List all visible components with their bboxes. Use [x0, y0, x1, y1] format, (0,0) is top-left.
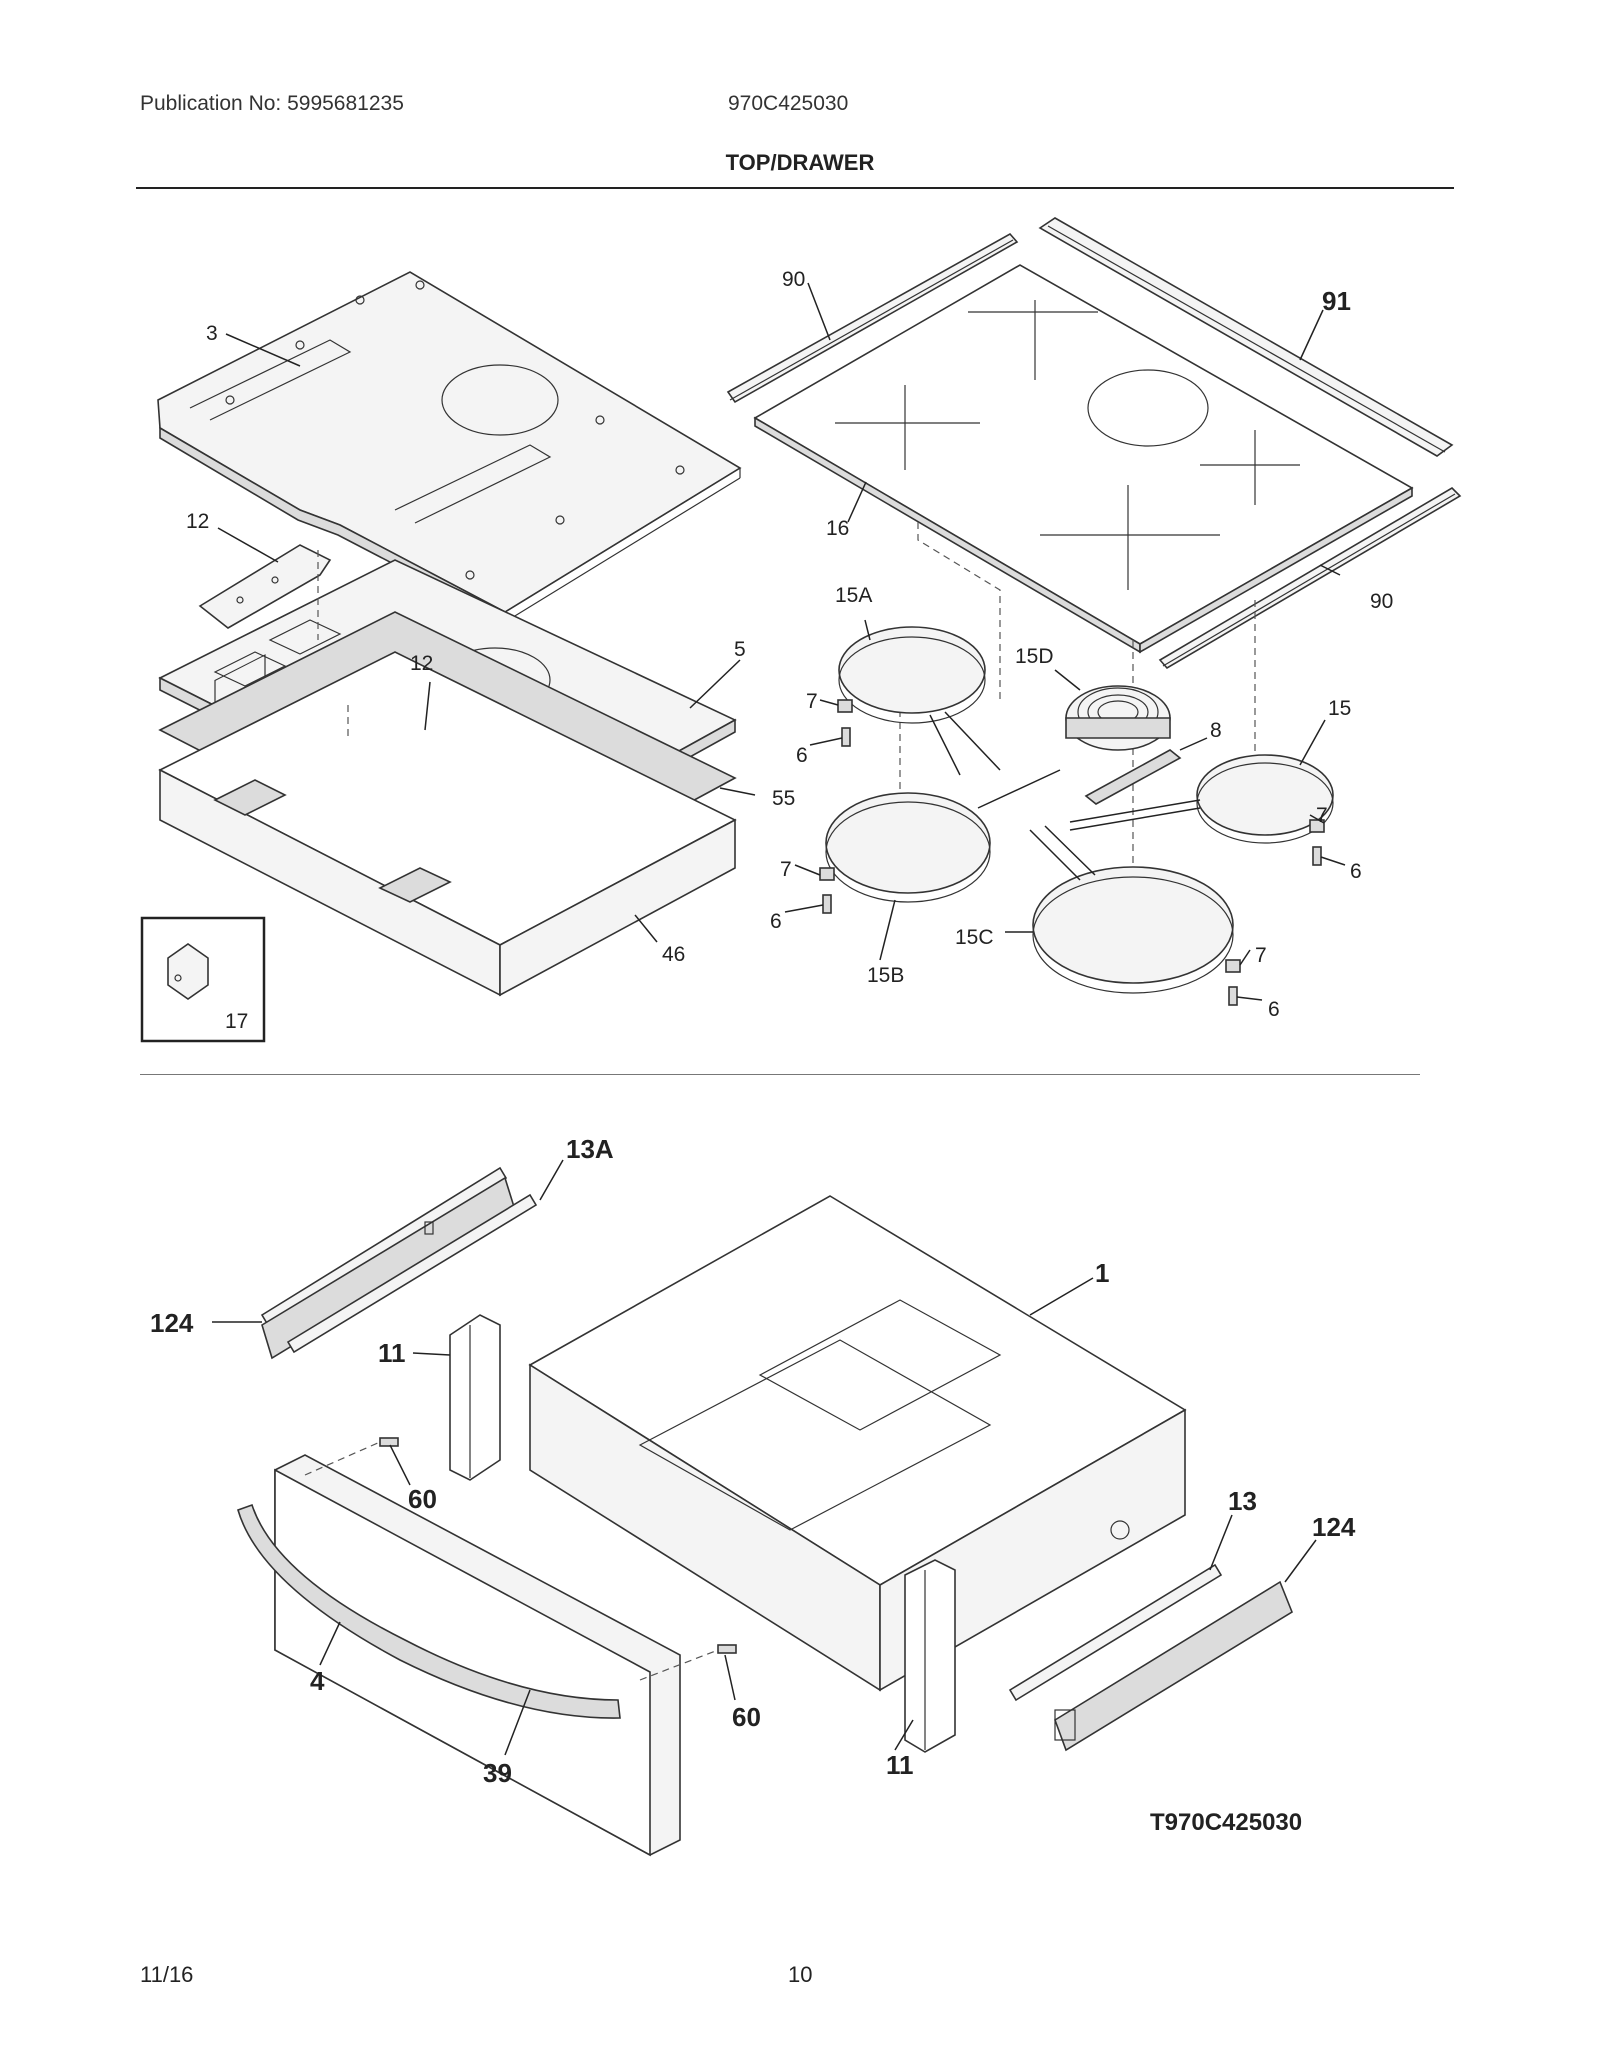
callout-6: 6 — [1350, 860, 1362, 883]
publication-number: Publication No: 5995681235 — [140, 92, 404, 115]
callout-1: 1 — [1095, 1258, 1109, 1288]
callout-46: 46 — [662, 943, 685, 966]
callout-4: 4 — [310, 1666, 325, 1696]
part-39-handle — [237, 1503, 621, 1719]
section-title: TOP/DRAWER — [725, 150, 875, 175]
part-13-drawer-slide-right — [1008, 1563, 1293, 1752]
part-8-strap — [1084, 749, 1182, 805]
callout-13A: 13A — [566, 1134, 614, 1164]
callout-11: 11 — [378, 1338, 406, 1368]
callout-15: 15 — [1328, 697, 1351, 720]
callout-90: 90 — [1370, 590, 1393, 613]
callout-60: 60 — [408, 1484, 437, 1514]
part-1-drawer-body — [528, 1195, 1187, 1692]
callout-55: 55 — [772, 787, 795, 810]
callout-12: 12 — [410, 652, 433, 675]
callouts-drawer: 13A 124 11 1 60 4 39 60 11 13 124 T970C4… — [150, 1134, 1356, 1836]
part-15A-radiant-element — [838, 626, 1001, 776]
part-4-drawer-front — [274, 1454, 681, 1857]
diagram-id: T970C425030 — [1150, 1809, 1302, 1836]
part-11-rail-left — [449, 1314, 501, 1481]
part-17-inset — [140, 916, 266, 1043]
model-number: 970C425030 — [728, 92, 849, 115]
header-rule — [136, 187, 1454, 189]
callout-15C: 15C — [955, 926, 994, 949]
section-divider — [140, 1074, 1420, 1075]
part-60-screws — [304, 1437, 737, 1681]
callout-6: 6 — [796, 744, 808, 767]
callout-7: 7 — [1255, 944, 1267, 967]
part-90-trim-right — [1158, 486, 1462, 670]
part-90-trim-left — [726, 232, 1019, 404]
callout-124: 124 — [150, 1308, 194, 1338]
hardware-screws-6-7 — [819, 699, 1325, 1006]
part-3-insulation-sheet — [157, 271, 742, 624]
part-46-frame-box — [158, 651, 737, 997]
callout-15A: 15A — [835, 584, 872, 607]
leader-lines — [212, 282, 1346, 1756]
callout-15D: 15D — [1015, 645, 1054, 668]
callout-39: 39 — [483, 1758, 512, 1788]
callout-16: 16 — [826, 517, 849, 540]
callout-7: 7 — [806, 690, 818, 713]
part-15-radiant-element — [1069, 754, 1334, 844]
callouts-top: 3 12 12 5 55 46 17 90 91 16 90 15A 15D 1… — [186, 268, 1393, 1033]
part-91-trim-rear — [1038, 217, 1454, 457]
part-15B-radiant-element — [825, 769, 1061, 903]
callout-6: 6 — [1268, 998, 1280, 1021]
part-15C-radiant-element — [1029, 825, 1234, 994]
callout-124: 124 — [1312, 1512, 1356, 1542]
part-13A-drawer-slide-left — [260, 1166, 538, 1360]
footer-date: 11/16 — [140, 1962, 194, 1987]
callout-15B: 15B — [867, 964, 904, 987]
callout-60: 60 — [732, 1702, 761, 1732]
callout-5: 5 — [734, 638, 746, 661]
part-12-bracket-left — [198, 544, 332, 629]
footer-page-number: 10 — [788, 1962, 813, 1987]
callout-17: 17 — [225, 1010, 248, 1033]
callout-13: 13 — [1228, 1486, 1257, 1516]
callout-3: 3 — [206, 322, 218, 345]
callout-90: 90 — [782, 268, 805, 291]
callout-91: 91 — [1322, 286, 1351, 316]
part-16-glass-cooktop — [753, 264, 1414, 654]
part-15D-radiant-coil — [1065, 685, 1171, 751]
part-11-rail-right — [904, 1559, 956, 1753]
callout-8: 8 — [1210, 719, 1222, 742]
callout-6: 6 — [770, 910, 782, 933]
callout-11: 11 — [886, 1750, 914, 1780]
callout-7: 7 — [1316, 804, 1328, 827]
callout-7: 7 — [780, 858, 792, 881]
callout-12: 12 — [186, 510, 209, 533]
